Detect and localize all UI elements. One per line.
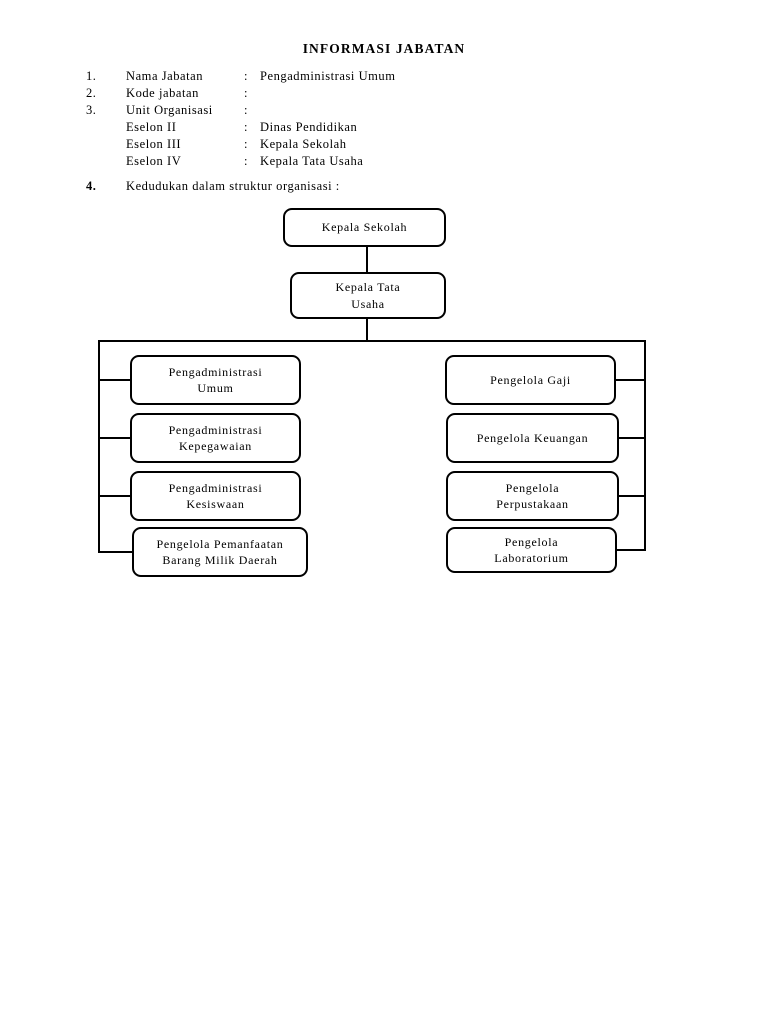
org-node-kepala-sekolah[interactable]: Kepala Sekolah — [283, 208, 446, 247]
connector-sekolah-to-tatausaha — [366, 246, 368, 273]
org-stub-left-3 — [98, 495, 132, 497]
org-right-rail — [644, 340, 646, 551]
info-value: Dinas Pendidikan — [260, 120, 358, 134]
info-colon: : — [244, 69, 249, 83]
section-4-label: Kedudukan dalam struktur organisasi : — [126, 179, 340, 193]
info-label: Nama Jabatan — [126, 69, 204, 83]
page-title: INFORMASI JABATAN — [302, 41, 466, 56]
info-colon: : — [244, 120, 249, 134]
org-node-pengadministrasi-kepegawaian[interactable]: Pengadministrasi Kepegawaian — [130, 413, 301, 463]
org-node-pengelola-perpustakaan[interactable]: Pengelola Perpustakaan — [446, 471, 619, 521]
info-value: Pengadministrasi Umum — [260, 69, 396, 83]
info-label: Kode jabatan — [126, 86, 199, 100]
info-row-kode-jabatan: 2. Kode jabatan : — [86, 86, 606, 103]
org-node-pengelola-keuangan[interactable]: Pengelola Keuangan — [446, 413, 619, 463]
organization-chart: Kepala Sekolah Kepala Tata Usaha Pengadm… — [98, 208, 646, 577]
info-colon: : — [244, 103, 249, 117]
org-stub-right-3 — [614, 495, 646, 497]
info-row-nama-jabatan: 1. Nama Jabatan : Pengadministrasi Umum — [86, 69, 606, 86]
job-information-list: 1. Nama Jabatan : Pengadministrasi Umum … — [86, 69, 606, 171]
connector-tatausaha-to-bus — [366, 318, 368, 342]
info-number: 3. — [86, 103, 97, 117]
org-stub-right-4 — [614, 549, 646, 551]
org-node-kepala-tata-usaha[interactable]: Kepala Tata Usaha — [290, 272, 446, 319]
org-stub-left-1 — [98, 379, 132, 381]
info-number: 2. — [86, 86, 97, 100]
info-row-eselon-iii: Eselon III : Kepala Sekolah — [86, 137, 606, 154]
info-row-eselon-iv: Eselon IV : Kepala Tata Usaha — [86, 154, 606, 171]
info-colon: : — [244, 154, 249, 168]
org-node-pengadministrasi-kesiswaan[interactable]: Pengadministrasi Kesiswaan — [130, 471, 301, 521]
section-4-number: 4. — [86, 179, 97, 193]
info-label: Eselon III — [126, 137, 182, 151]
org-node-pengadministrasi-umum[interactable]: Pengadministrasi Umum — [130, 355, 301, 405]
info-number: 1. — [86, 69, 97, 83]
info-value: Kepala Tata Usaha — [260, 154, 364, 168]
org-node-pengelola-gaji[interactable]: Pengelola Gaji — [445, 355, 616, 405]
info-label: Unit Organisasi — [126, 103, 213, 117]
org-bus-bar — [98, 340, 646, 342]
info-colon: : — [244, 86, 249, 100]
org-stub-right-2 — [614, 437, 646, 439]
info-colon: : — [244, 137, 249, 151]
org-stub-right-1 — [614, 379, 646, 381]
info-value: Kepala Sekolah — [260, 137, 347, 151]
info-row-unit-organisasi: 3. Unit Organisasi : — [86, 103, 606, 120]
org-stub-left-4 — [98, 551, 134, 553]
org-stub-left-2 — [98, 437, 132, 439]
org-left-rail — [98, 340, 100, 553]
org-node-pengelola-pemanfaatan-barang-milik-daerah[interactable]: Pengelola Pemanfaatan Barang Milik Daera… — [132, 527, 308, 577]
info-label: Eselon II — [126, 120, 177, 134]
info-row-eselon-ii: Eselon II : Dinas Pendidikan — [86, 120, 606, 137]
info-label: Eselon IV — [126, 154, 182, 168]
org-node-pengelola-laboratorium[interactable]: Pengelola Laboratorium — [446, 527, 617, 573]
